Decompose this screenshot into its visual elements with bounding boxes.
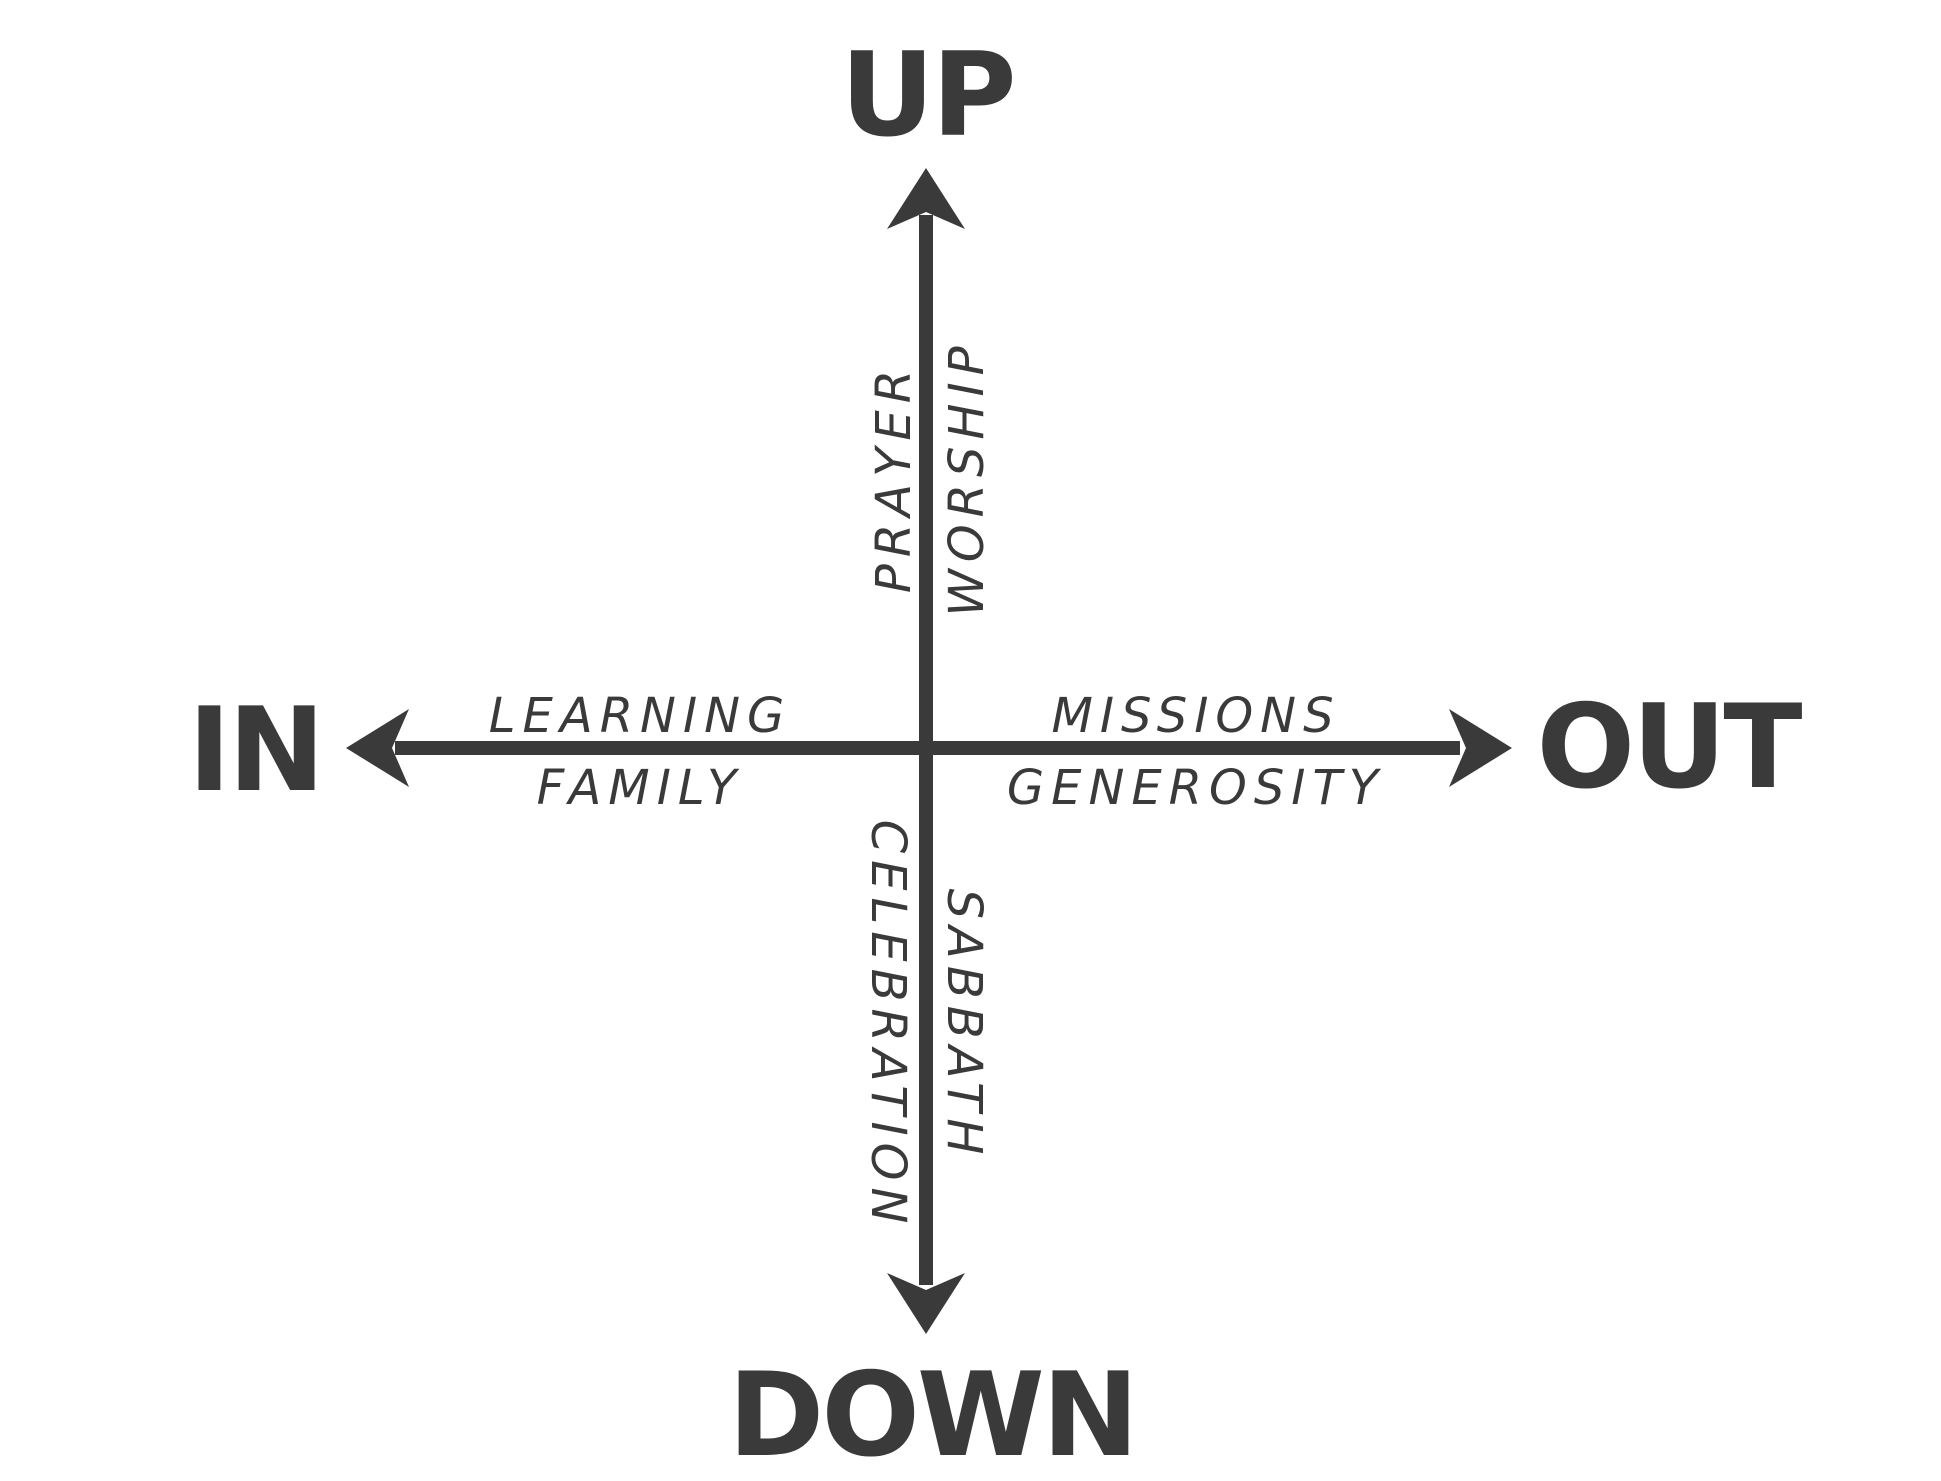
label-prayer: PRAYER — [866, 363, 922, 593]
direction-labels: UP DOWN IN OUT — [188, 28, 1805, 1481]
arrow-right-icon — [1449, 709, 1512, 787]
label-celebration: CELEBRATION — [860, 820, 916, 1231]
label-up: UP — [840, 28, 1013, 163]
label-in: IN — [188, 683, 322, 818]
label-family: FAMILY — [537, 760, 744, 816]
arrow-left-icon — [346, 709, 409, 787]
label-out: OUT — [1537, 680, 1803, 815]
arrow-down-icon — [887, 1273, 965, 1334]
label-generosity: GENEROSITY — [1007, 760, 1385, 816]
label-worship: WORSHIP — [939, 339, 995, 616]
label-down: DOWN — [728, 1348, 1136, 1481]
arrowheads — [346, 168, 1512, 1334]
label-sabbath: SABBATH — [936, 889, 992, 1162]
activity-labels: LEARNING FAMILY MISSIONS GENEROSITY PRAY… — [489, 339, 1385, 1231]
label-learning: LEARNING — [489, 688, 791, 744]
label-missions: MISSIONS — [1051, 688, 1340, 744]
axes — [395, 215, 1460, 1285]
arrow-up-icon — [887, 168, 965, 229]
